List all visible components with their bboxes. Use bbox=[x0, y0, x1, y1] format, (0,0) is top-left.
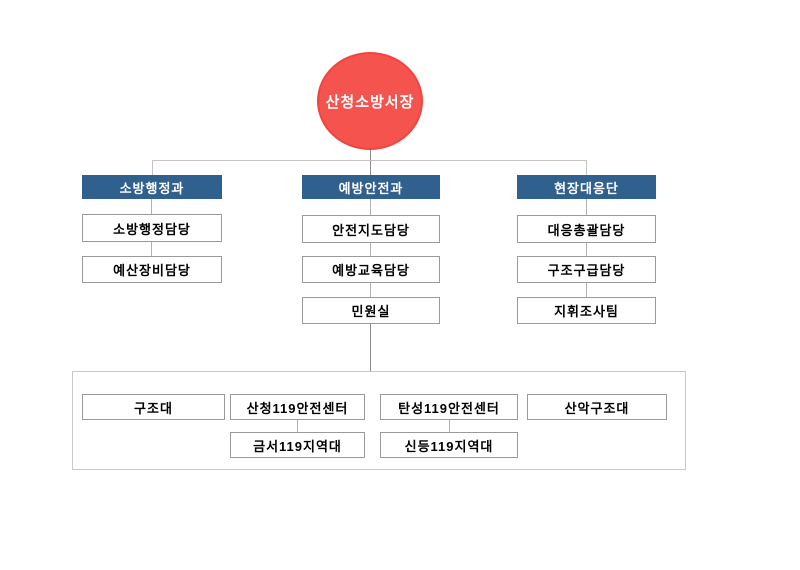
connector-danseong-to-sindeung bbox=[449, 420, 450, 432]
connector-mid-2 bbox=[370, 243, 371, 256]
root-node-fire-chief: 산청소방서장 bbox=[317, 52, 423, 150]
root-node-label: 산청소방서장 bbox=[325, 93, 415, 111]
unit-box-label: 탄성119안전센터 bbox=[398, 400, 500, 416]
unit-box-label: 구조대 bbox=[134, 400, 173, 416]
unit-box-mountain-rescue: 산악구조대 bbox=[527, 394, 667, 420]
unit-box-geumseo-119-region: 금서119지역대 bbox=[230, 432, 365, 458]
unit-box-label: 산청119안전센터 bbox=[246, 400, 349, 416]
unit-box-admin-1: 소방행정담당 bbox=[82, 214, 222, 242]
connector-minwon-to-group bbox=[370, 324, 371, 371]
connector-mid-1 bbox=[370, 199, 371, 215]
dept-header-admin: 소방행정과 bbox=[82, 175, 222, 199]
unit-box-field-2: 구조구급담당 bbox=[517, 256, 656, 283]
unit-box-label: 금서119지역대 bbox=[253, 438, 342, 454]
connector-top-horizontal bbox=[152, 160, 587, 161]
unit-box-label: 예산장비담당 bbox=[113, 263, 191, 278]
connector-right-1 bbox=[586, 199, 587, 215]
connector-left-2 bbox=[151, 242, 152, 256]
unit-box-label: 민원실 bbox=[351, 304, 391, 319]
connector-root-stem bbox=[370, 149, 371, 176]
unit-box-sindeung-119-region: 신등119지역대 bbox=[380, 432, 518, 458]
connector-left-1 bbox=[151, 199, 152, 214]
connector-right-2 bbox=[586, 243, 587, 256]
field-units-group-frame bbox=[72, 371, 686, 470]
connector-mid-3 bbox=[370, 283, 371, 297]
unit-box-field-1: 대응총괄담당 bbox=[517, 215, 656, 243]
unit-box-field-3: 지휘조사팀 bbox=[517, 297, 656, 324]
unit-box-admin-2: 예산장비담당 bbox=[82, 256, 222, 283]
connector-drop-left bbox=[152, 160, 153, 175]
unit-box-label: 지휘조사팀 bbox=[554, 304, 619, 319]
unit-box-label: 안전지도담당 bbox=[332, 222, 410, 238]
unit-box-sancheong-119-center: 산청119안전센터 bbox=[230, 394, 365, 420]
connector-drop-right bbox=[586, 160, 587, 175]
dept-header-prevention: 예방안전과 bbox=[302, 175, 440, 199]
unit-box-label: 소방행정담당 bbox=[113, 221, 191, 237]
connector-right-3 bbox=[586, 283, 587, 297]
unit-box-label: 대응총괄담당 bbox=[547, 222, 626, 238]
dept-header-label: 소방행정과 bbox=[119, 180, 185, 196]
unit-box-rescue-squad: 구조대 bbox=[82, 394, 225, 420]
unit-box-label: 산악구조대 bbox=[564, 400, 630, 416]
dept-header-label: 현장대응단 bbox=[554, 180, 619, 196]
connector-sancheong-to-geumseo bbox=[297, 420, 298, 432]
dept-header-label: 예방안전과 bbox=[338, 180, 404, 196]
unit-box-prevention-2: 예방교육담당 bbox=[302, 256, 440, 283]
unit-box-label: 예방교육담당 bbox=[332, 263, 410, 278]
unit-box-label: 구조구급담당 bbox=[547, 263, 626, 278]
unit-box-prevention-3: 민원실 bbox=[302, 297, 440, 324]
unit-box-danseong-119-center: 탄성119안전센터 bbox=[380, 394, 518, 420]
unit-box-label: 신등119지역대 bbox=[404, 438, 494, 454]
unit-box-prevention-1: 안전지도담당 bbox=[302, 215, 440, 243]
dept-header-field-response: 현장대응단 bbox=[517, 175, 656, 199]
